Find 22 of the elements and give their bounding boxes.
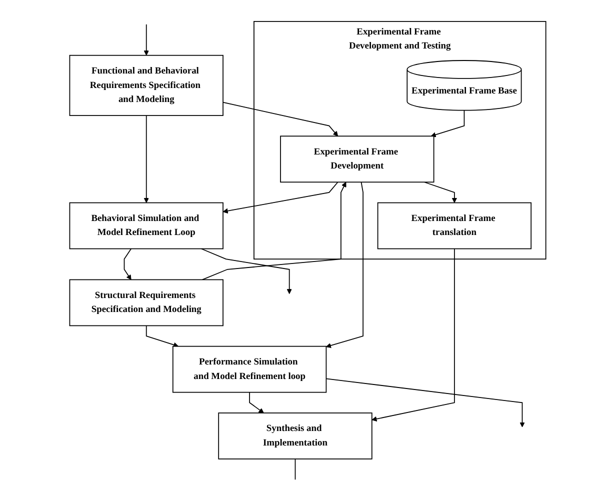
arrow	[144, 24, 150, 56]
arrow	[124, 248, 132, 280]
node-box: Performance Simulation and Model Refinement loop	[172, 346, 327, 393]
node-box: Functional and Behavioral Requirements Specification and Modeling	[70, 54, 224, 116]
node-box: Experimental Frame translation	[378, 202, 532, 250]
arrow	[249, 392, 264, 414]
node-box: Structural Requirements Specification and Modeling	[70, 279, 224, 326]
arrow	[372, 248, 456, 422]
arrow	[223, 182, 338, 214]
node-box: Experimental Frame Development	[280, 136, 434, 183]
arrow	[222, 102, 338, 136]
arrow	[144, 115, 150, 203]
arrow	[201, 248, 292, 294]
arrow	[202, 182, 346, 280]
node-box: Behavioral Simulation and Model Refinement Loop	[70, 202, 224, 250]
arrow	[424, 182, 458, 203]
node-box: Synthesis and Implementation	[218, 412, 373, 460]
arrow	[146, 325, 179, 348]
arrow	[326, 378, 526, 428]
arrow	[326, 182, 364, 348]
connector	[295, 458, 296, 480]
arrow	[431, 110, 465, 138]
